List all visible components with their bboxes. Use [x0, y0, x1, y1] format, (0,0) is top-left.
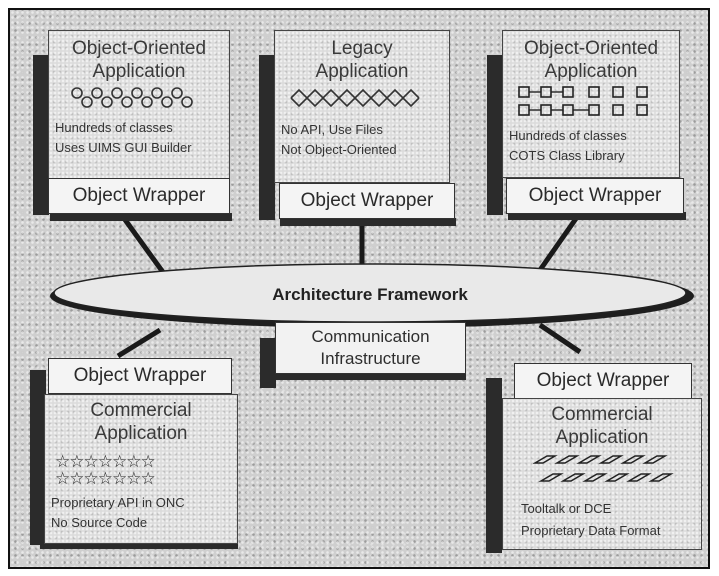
node-shadow [259, 55, 275, 220]
node-legacy-app: Legacy Application No API, Use Files Not… [274, 30, 450, 183]
node-shadow [487, 55, 503, 215]
star-row-icon: ☆☆☆☆☆☆☆☆☆☆☆☆☆☆ [55, 453, 155, 487]
node-desc-line2: COTS Class Library [503, 146, 679, 166]
comm-line2: Infrastructure [276, 348, 465, 370]
node-shadow [486, 378, 502, 553]
node-title-line1: Object-Oriented [503, 37, 679, 60]
object-wrapper-5: Object Wrapper [514, 363, 692, 399]
comm-line1: Communication [276, 326, 465, 348]
diamond-chip-icon [533, 453, 683, 489]
node-desc-line2: No Source Code [45, 513, 147, 533]
node-title-line1: Legacy [275, 37, 449, 60]
square-grid-icon [515, 83, 665, 121]
node-desc-line1: Hundreds of classes [49, 118, 229, 138]
object-wrapper-3: Object Wrapper [506, 178, 684, 214]
comm-shadow [260, 338, 276, 388]
node-title-line1: Commercial [45, 399, 237, 422]
zigzag-lattice-icon [289, 86, 429, 110]
node-desc-line1: Proprietary API in ONC [45, 493, 185, 513]
node-desc-line2: Proprietary Data Format [515, 521, 660, 541]
node-desc-line2: Not Object-Oriented [275, 140, 449, 160]
node-oo-app-2: Object-Oriented Application Hundreds of … [502, 30, 680, 178]
object-wrapper-4: Object Wrapper [48, 358, 232, 394]
node-desc-line1: Hundreds of classes [503, 126, 679, 146]
connector-line [540, 325, 580, 352]
node-title-line1: Commercial [503, 403, 701, 426]
wrapper-shadow [50, 213, 232, 221]
node-title-line2: Application [503, 60, 679, 83]
node-desc-line2: Uses UIMS GUI Builder [49, 138, 229, 158]
communication-infrastructure-box: Communication Infrastructure [275, 322, 466, 374]
node-title-line2: Application [45, 422, 237, 445]
node-commercial-app-1: Commercial Application ☆☆☆☆☆☆☆☆☆☆☆☆☆☆ Pr… [44, 394, 238, 544]
node-desc-line1: Tooltalk or DCE [515, 499, 611, 519]
object-wrapper-1: Object Wrapper [48, 178, 230, 214]
node-title-line2: Application [503, 426, 701, 449]
circle-cluster-icon [67, 85, 197, 109]
node-title-line2: Application [49, 60, 229, 83]
node-commercial-app-2: Commercial Application Tooltalk or DCE P… [502, 398, 702, 550]
node-shadow [33, 55, 49, 215]
wrapper-shadow [280, 218, 456, 226]
node-title-line1: Object-Oriented [49, 37, 229, 60]
object-wrapper-2: Object Wrapper [279, 183, 455, 219]
node-desc-line1: No API, Use Files [275, 120, 449, 140]
node-oo-app-1: Object-Oriented Application Hundreds of … [48, 30, 230, 180]
framework-label: Architecture Framework [272, 285, 468, 304]
node-title-line2: Application [275, 60, 449, 83]
connector-line [118, 330, 160, 356]
